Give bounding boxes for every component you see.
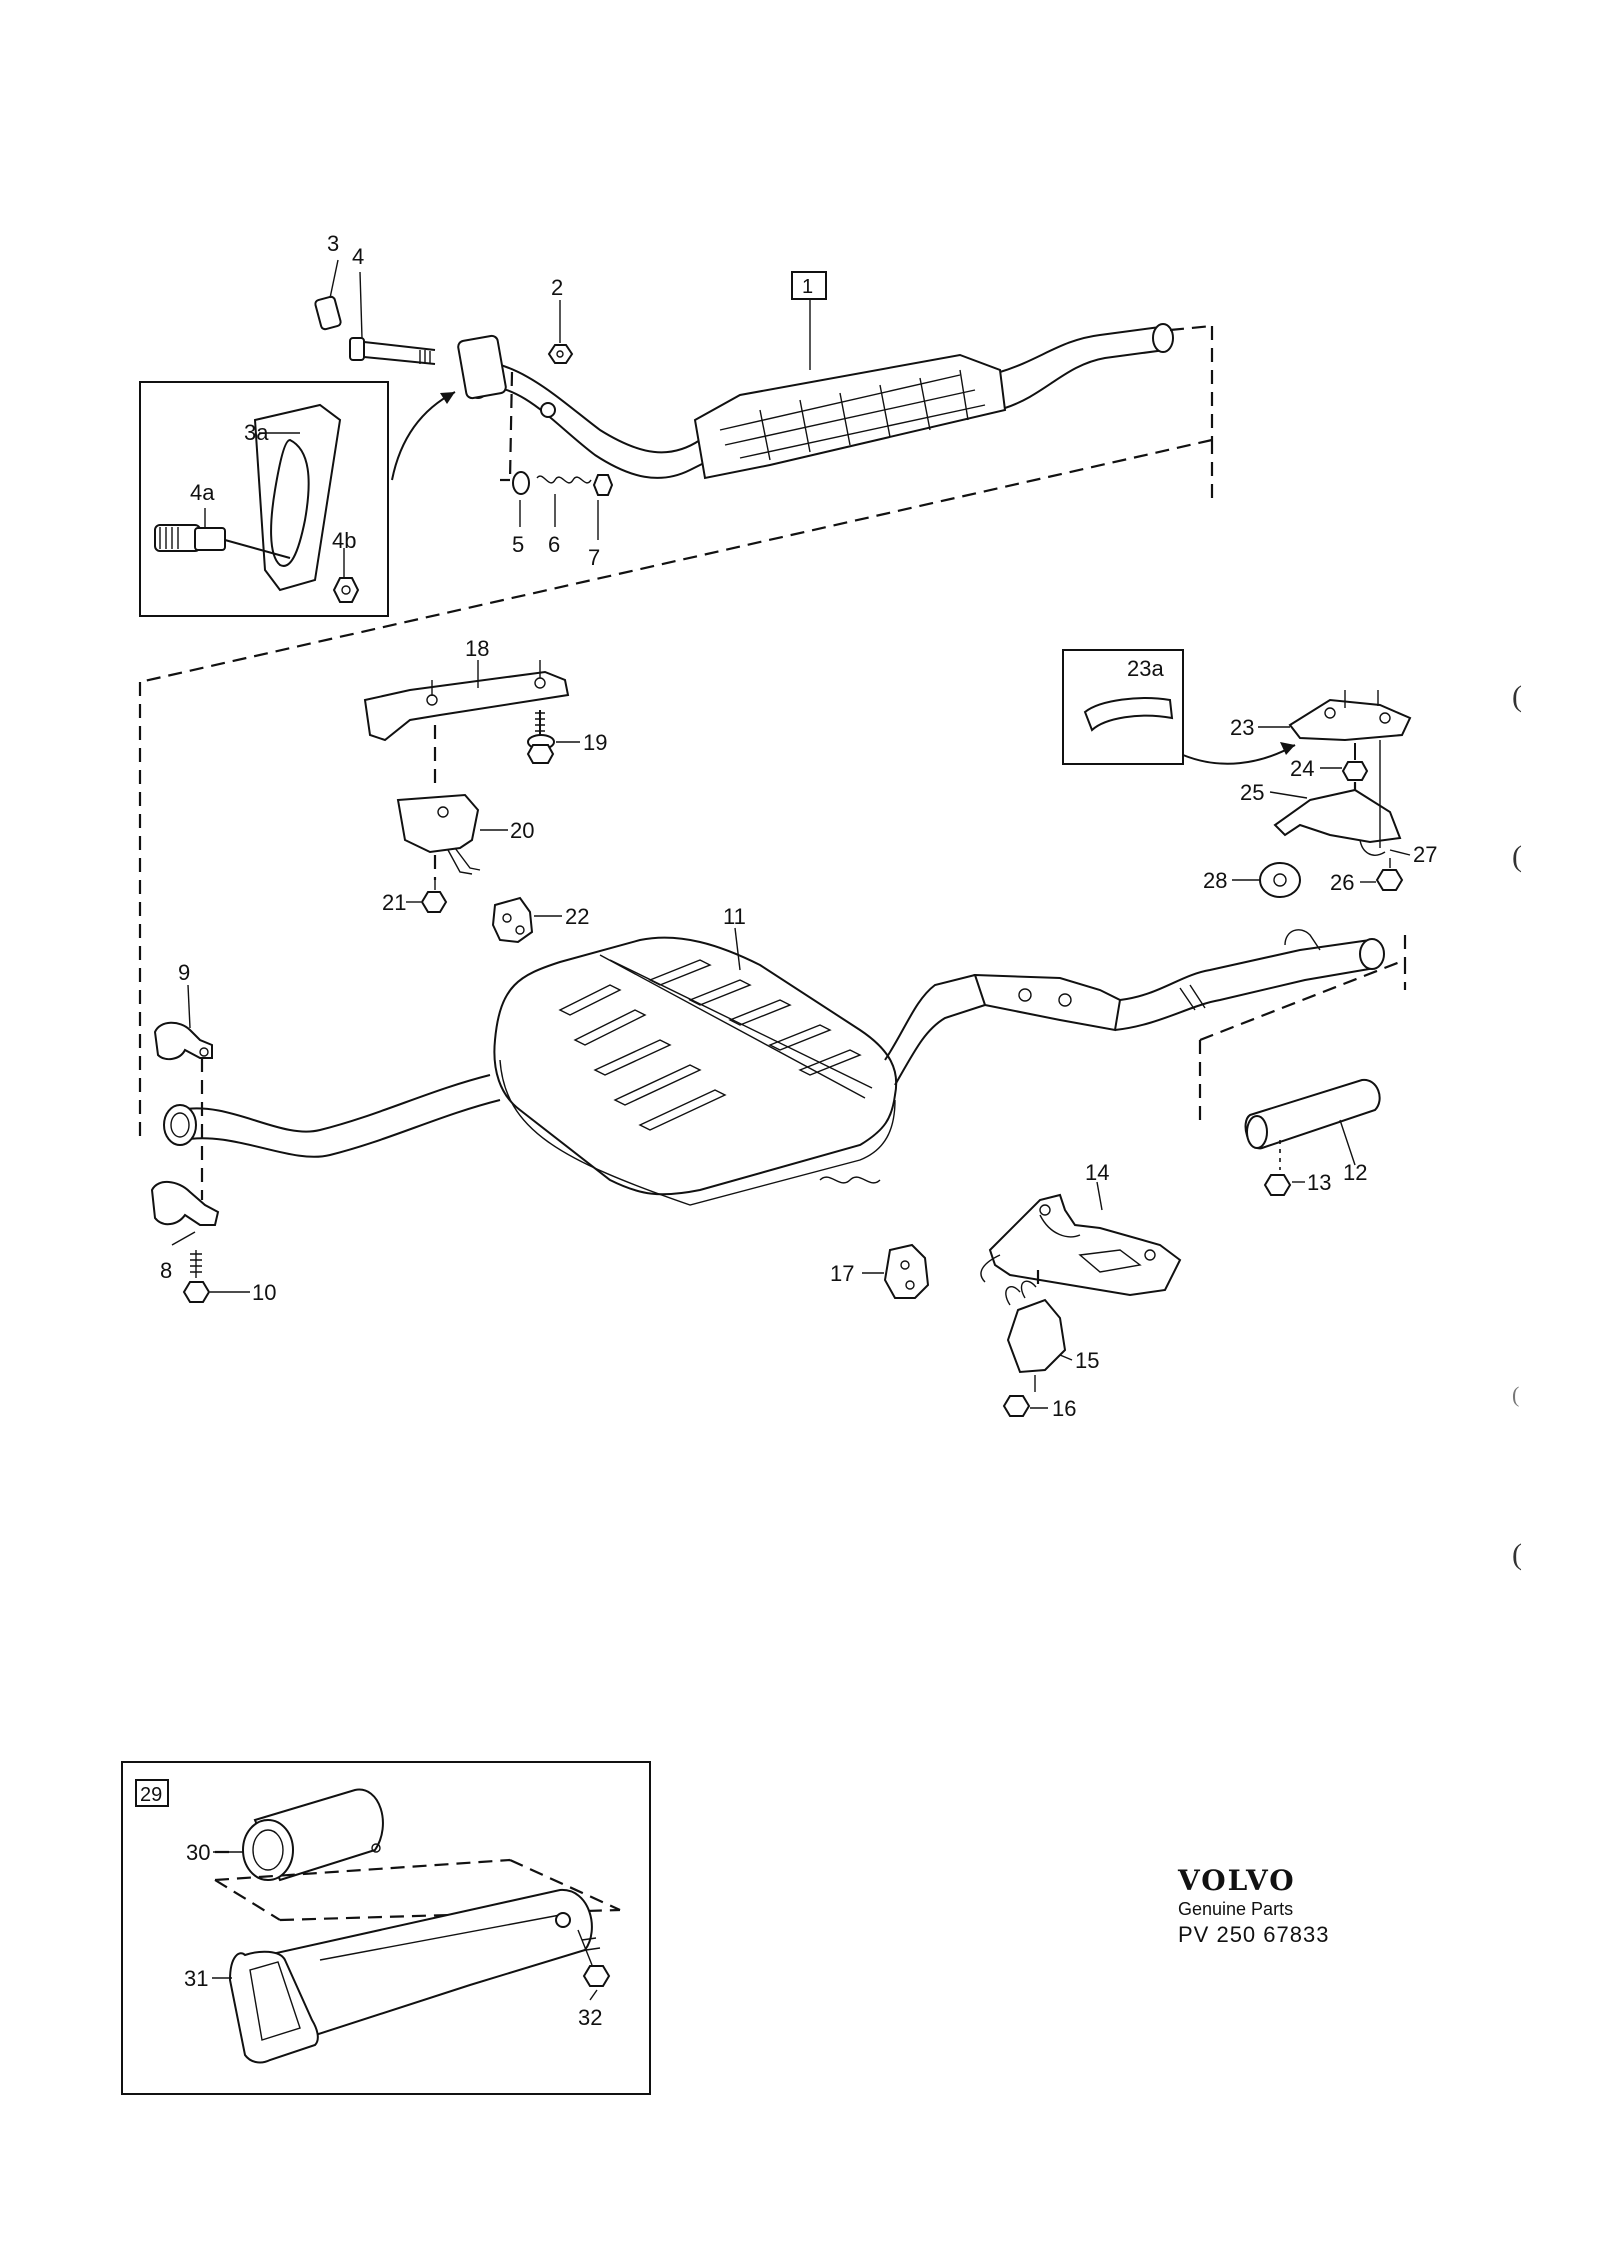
callout-3a: 3a [244,420,269,445]
gasket-detail-inset [139,381,389,617]
callout-23: 23 [1230,715,1254,740]
callout-10: 10 [252,1280,276,1305]
callout-25: 25 [1240,780,1264,805]
callout-8: 8 [160,1258,172,1283]
margin-mark: ( [1512,1382,1520,1407]
front-pipe-catalytic-converter [314,259,1174,540]
callout-4b: 4b [332,528,356,553]
callout-30: 30 [186,1840,210,1865]
callout-2: 2 [551,275,563,300]
brand-subtitle: Genuine Parts [1178,1899,1294,1919]
rear-bracket-group [862,1181,1182,1417]
callout-27: 27 [1413,842,1437,867]
callout-13: 13 [1307,1170,1331,1195]
callout-14: 14 [1085,1160,1109,1185]
callout-26: 26 [1330,870,1354,895]
callout-24: 24 [1290,756,1314,781]
callout-21: 21 [382,890,406,915]
intermediate-pipe-and-silencer [163,927,1385,1206]
callout-4: 4 [352,244,364,269]
callout-32: 32 [578,2005,602,2030]
volvo-logo: VOLVO [1178,1864,1296,1897]
mounting-bracket-group-right [1062,649,1412,898]
callout-23a: 23a [1127,656,1164,681]
callout-labels: 1 2 3 3a 4 4a 4b 5 6 7 8 9 10 11 12 13 1… [140,231,1437,2030]
callout-31: 31 [184,1966,208,1991]
tailpipe-trim-inset [121,1761,651,2095]
callout-12: 12 [1343,1160,1367,1185]
callout-29: 29 [140,1784,162,1806]
callout-17: 17 [830,1261,854,1286]
callout-4a: 4a [190,480,215,505]
part-reference-number: PV 250 67833 [1178,1922,1330,1947]
callout-28: 28 [1203,868,1227,893]
brand-block: VOLVO Genuine Parts PV 250 67833 [1178,1864,1329,1948]
callout-6: 6 [548,532,560,557]
callout-5: 5 [512,532,524,557]
tailpipe-group [1244,1078,1381,1196]
callout-9: 9 [178,960,190,985]
margin-mark: ( [1512,680,1522,713]
callout-3: 3 [327,231,339,256]
callout-1: 1 [802,276,813,298]
callout-1-box [791,271,827,300]
margin-mark: ( [1512,1538,1522,1571]
callout-20: 20 [510,818,534,843]
callout-18: 18 [465,636,489,661]
assembly-dashed-guides [138,324,1407,1140]
mounting-bracket-group-left [363,660,580,944]
callout-19: 19 [583,730,607,755]
callout-7: 7 [588,545,600,570]
callout-15: 15 [1075,1348,1099,1373]
pipe-clamp-group [150,984,250,1303]
callout-22: 22 [565,904,589,929]
margin-mark: ( [1512,840,1522,873]
callout-16: 16 [1052,1396,1076,1421]
callout-11: 11 [723,904,746,929]
